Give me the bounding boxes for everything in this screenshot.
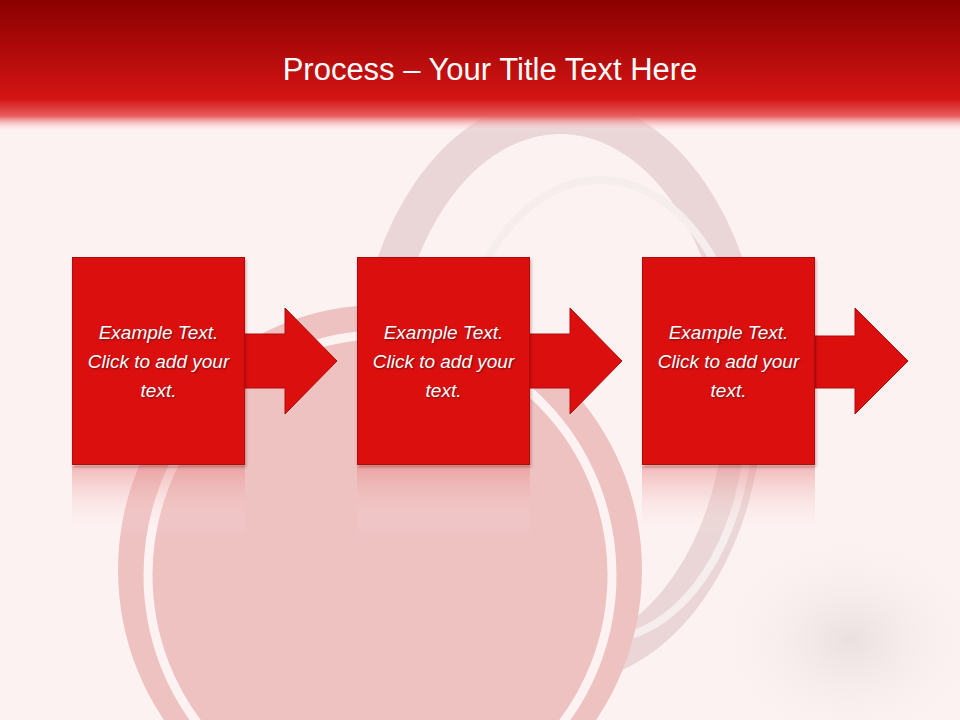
- header-bar: [0, 0, 960, 132]
- block-arrow: [529, 308, 622, 414]
- box-text: Example Text. Click to add your text.: [369, 318, 519, 405]
- reflection: [642, 466, 815, 536]
- arrow-tab: [815, 308, 908, 414]
- box-text: Example Text. Click to add your text.: [654, 318, 804, 405]
- block-arrow: [244, 308, 337, 414]
- box-text: Example Text. Click to add your text.: [84, 318, 234, 405]
- process-box: Example Text. Click to add your text.: [642, 257, 815, 465]
- slide-title: Process – Your Title Text Here: [0, 52, 960, 88]
- reflection: [357, 466, 530, 536]
- process-box: Example Text. Click to add your text.: [72, 257, 245, 465]
- process-box: Example Text. Click to add your text.: [357, 257, 530, 465]
- shade: [710, 530, 960, 720]
- reflection: [72, 466, 245, 536]
